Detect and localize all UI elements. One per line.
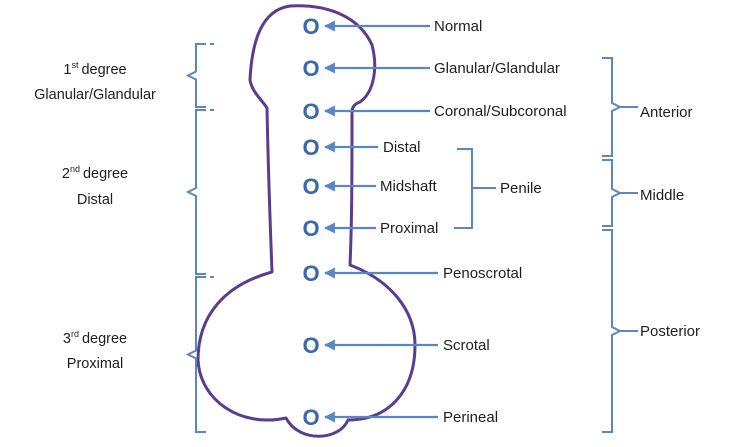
location-label-normal: Normal <box>434 18 482 35</box>
degree-name-second: Distal <box>77 192 113 208</box>
location-label-coronal: Coronal/Subcoronal <box>434 103 567 120</box>
meatus-ring-icon: O <box>302 405 319 430</box>
degree-number: 3 <box>63 331 71 347</box>
location-label-proximal: Proximal <box>380 220 438 237</box>
region-bracket-middle <box>602 160 620 226</box>
penile-bracket <box>454 149 472 228</box>
region-bracket-anterior <box>602 58 620 156</box>
degree-bracket-second <box>188 110 206 274</box>
degree-ordinal: st <box>71 60 79 70</box>
region-middle: Middle <box>602 160 684 226</box>
meatus-ring-icon: O <box>302 99 319 124</box>
location-glanular: O Glanular/Glandular <box>302 56 559 81</box>
degree-word: degree <box>81 62 126 78</box>
meatus-ring-icon: O <box>302 261 319 286</box>
degree-word: degree <box>82 331 127 347</box>
region-anterior: Anterior <box>602 58 693 156</box>
location-coronal: O Coronal/Subcoronal <box>302 99 566 124</box>
location-penoscrotal: O Penoscrotal <box>302 261 522 286</box>
location-label-distal: Distal <box>383 139 421 156</box>
meatus-ring-icon: O <box>302 56 319 81</box>
penile-group: Penile <box>454 149 542 228</box>
location-label-perineal: Perineal <box>443 409 498 426</box>
region-label-anterior: Anterior <box>640 104 693 121</box>
degree-number: 1 <box>63 62 71 78</box>
location-label-glanular: Glanular/Glandular <box>434 60 560 77</box>
meatus-ring-icon: O <box>302 333 319 358</box>
degree-name-first: Glanular/Glandular <box>34 87 156 103</box>
region-label-middle: Middle <box>640 187 684 204</box>
meatus-ring-icon: O <box>302 174 319 199</box>
region-bracket-posterior <box>602 230 620 432</box>
location-normal: O Normal <box>302 14 482 39</box>
location-perineal: O Perineal <box>302 405 498 430</box>
location-distal: O Distal <box>302 135 420 160</box>
location-label-scrotal: Scrotal <box>443 337 490 354</box>
region-posterior: Posterior <box>602 230 700 432</box>
degree-ordinal: nd <box>70 164 80 174</box>
location-midshaft: O Midshaft <box>302 174 437 199</box>
location-label-midshaft: Midshaft <box>380 178 438 195</box>
degree-ordinal: rd <box>71 329 79 339</box>
degree-word: degree <box>83 166 128 182</box>
location-proximal: O Proximal <box>302 216 438 241</box>
meatus-ring-icon: O <box>302 14 319 39</box>
region-label-posterior: Posterior <box>640 323 700 340</box>
degree-number: 2 <box>62 166 70 182</box>
degree-bracket-first <box>188 44 206 107</box>
location-scrotal: O Scrotal <box>302 333 489 358</box>
degree-name-third: Proximal <box>67 356 123 372</box>
meatus-ring-icon: O <box>302 216 319 241</box>
meatus-ring-icon: O <box>302 135 319 160</box>
location-label-penoscrotal: Penoscrotal <box>443 265 522 282</box>
penile-label: Penile <box>500 180 542 197</box>
